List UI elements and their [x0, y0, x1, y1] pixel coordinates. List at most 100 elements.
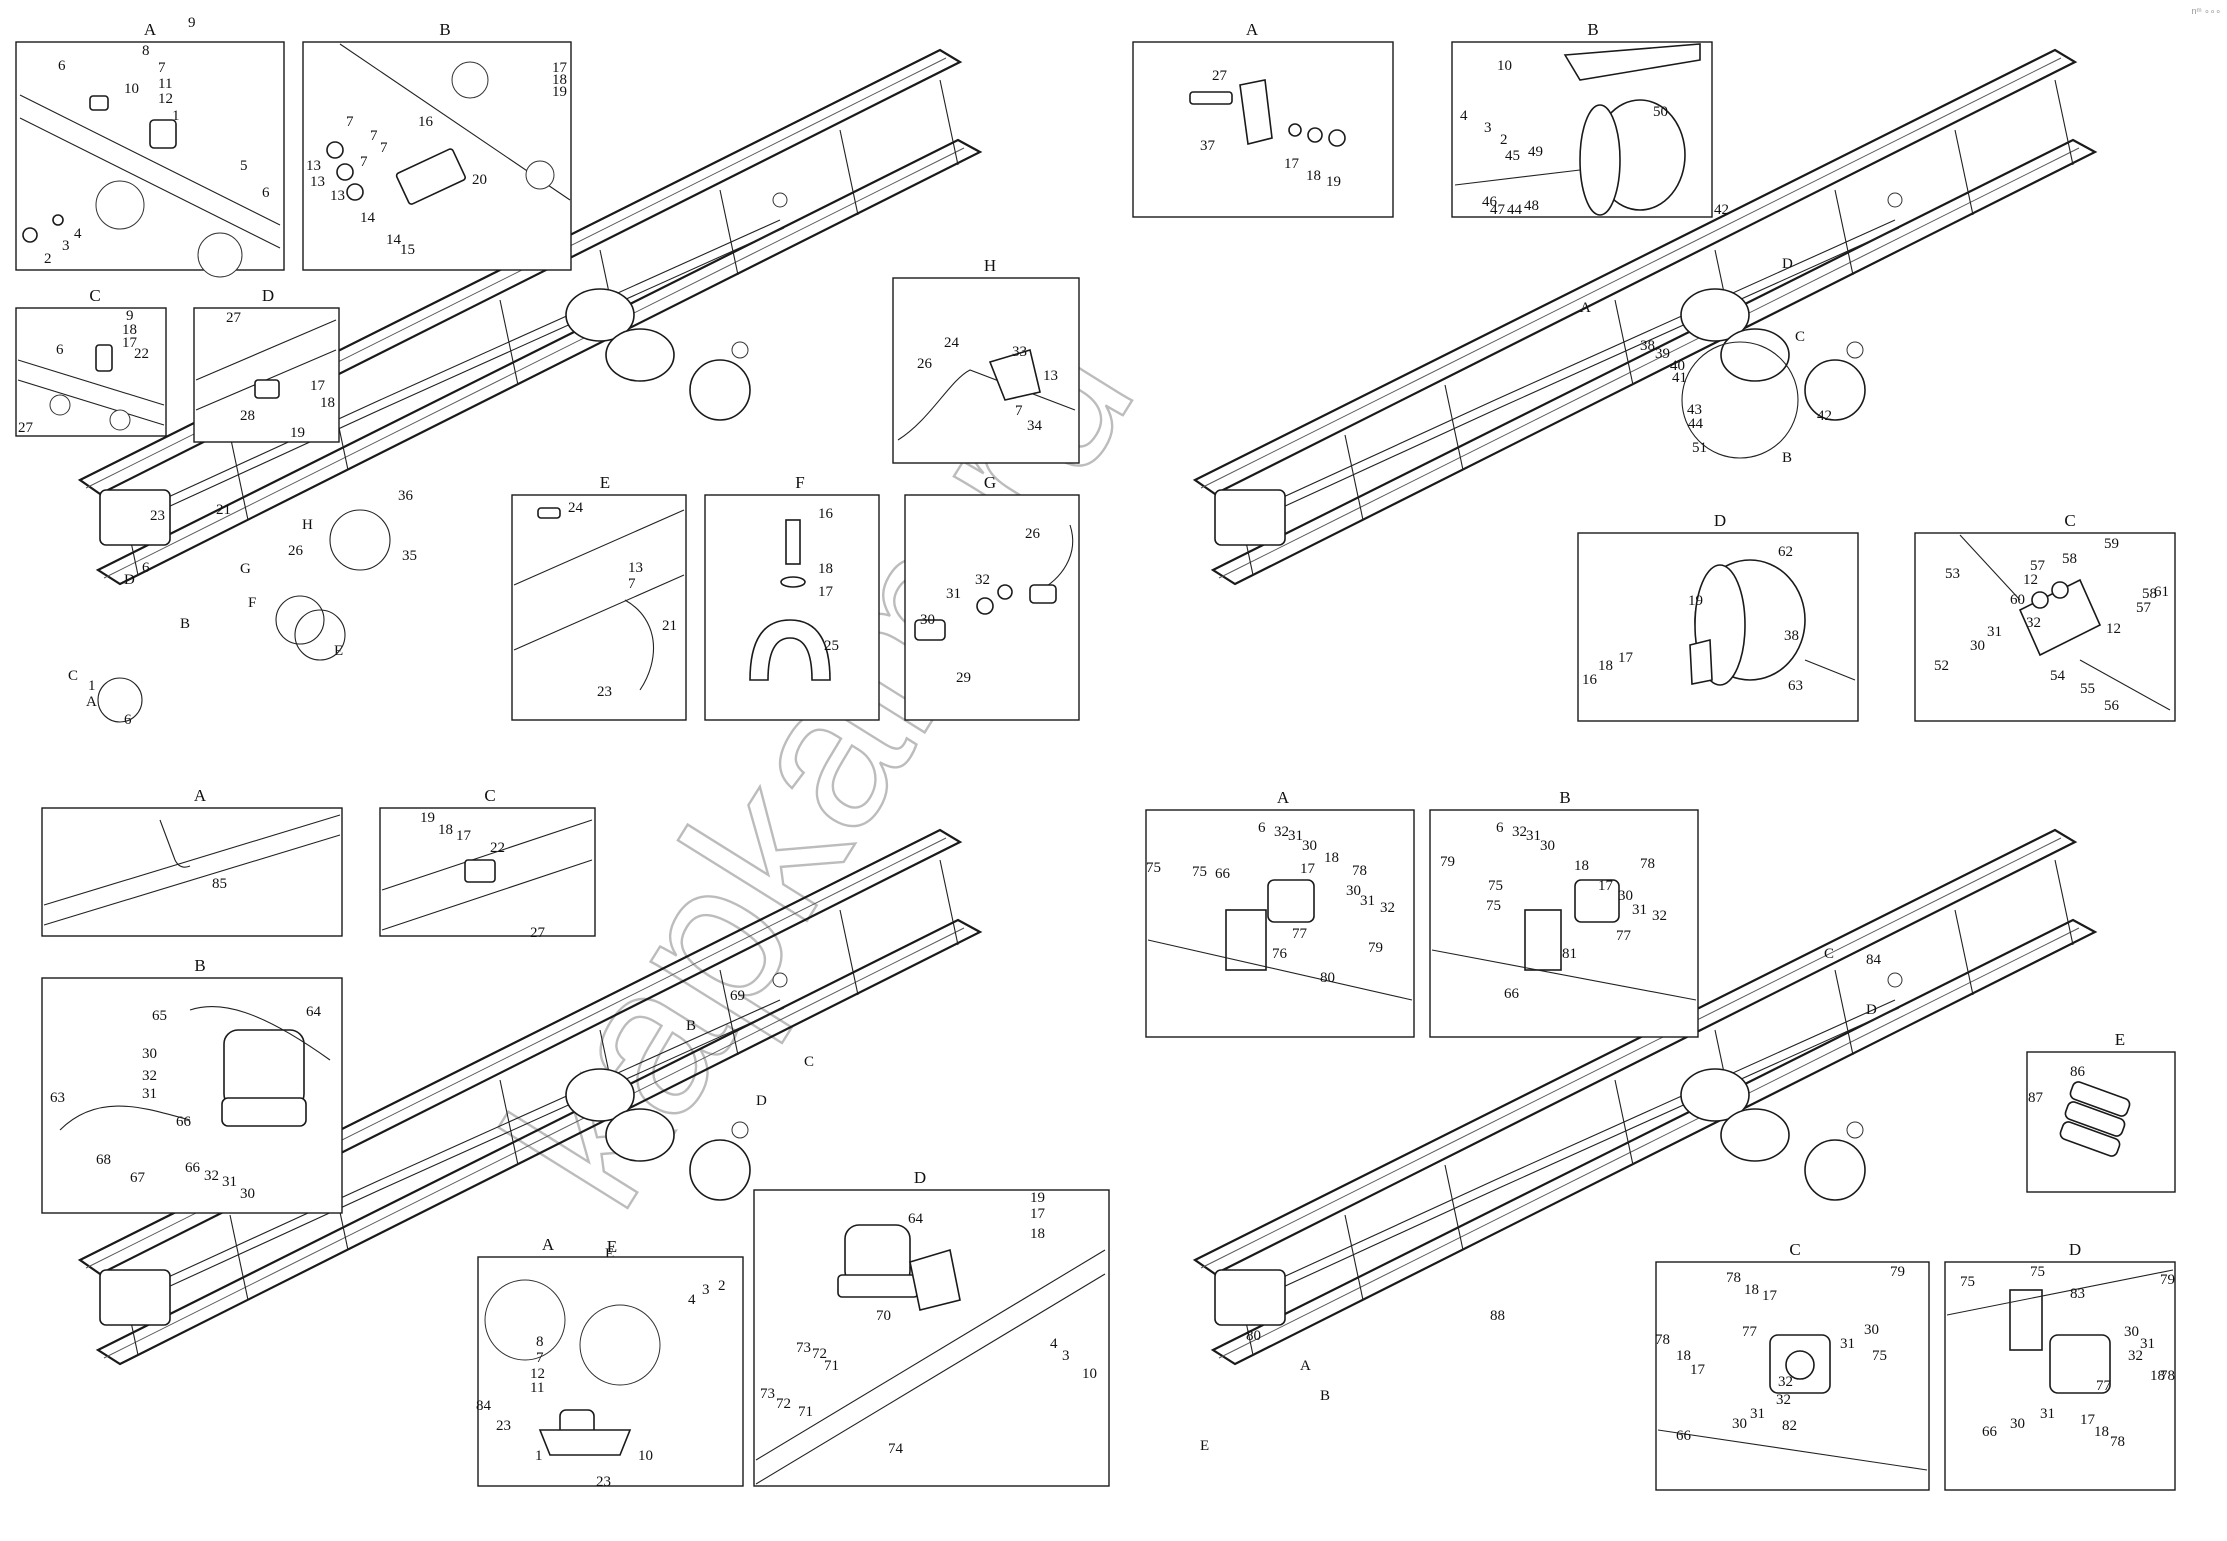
- panel-title: D: [262, 286, 274, 305]
- part-callout: 18: [122, 322, 137, 338]
- part-callout: 47: [1490, 202, 1506, 218]
- part-callout: 22: [134, 346, 149, 362]
- part-callout: 14: [386, 232, 402, 248]
- panel-title: A: [194, 786, 207, 805]
- part-callout: 65: [152, 1008, 167, 1024]
- part-callout: 3: [62, 238, 70, 254]
- part-callout: 30: [142, 1046, 157, 1062]
- part-callout: 18: [818, 561, 833, 577]
- part-callout: 26: [917, 356, 933, 372]
- part-callout: 7: [158, 60, 166, 76]
- part-callout: C: [68, 668, 78, 684]
- part-callout: 21: [216, 502, 231, 518]
- panel-title: A: [144, 20, 157, 39]
- part-callout: 66: [1504, 986, 1520, 1002]
- part-callout: 17: [1300, 861, 1316, 877]
- part-callout: 75: [1872, 1348, 1887, 1364]
- part-callout: B: [180, 616, 190, 632]
- part-callout: 24: [944, 335, 960, 351]
- part-callout: 32: [1512, 824, 1527, 840]
- part-callout: 69: [730, 988, 745, 1004]
- part-callout: 31: [1526, 828, 1541, 844]
- part-callout: C: [1824, 946, 1834, 962]
- part-callout: 78: [1655, 1332, 1670, 1348]
- part-callout: 19: [1688, 593, 1703, 609]
- part-callout: 17: [1762, 1288, 1778, 1304]
- part-callout: C: [1795, 329, 1805, 345]
- part-callout: 30: [1732, 1416, 1747, 1432]
- part-callout: B: [1320, 1388, 1330, 1404]
- part-callout: 4: [688, 1292, 696, 1308]
- panel-title: E: [607, 1237, 617, 1256]
- part-callout: 36: [398, 488, 414, 504]
- part-callout: 11: [530, 1380, 544, 1396]
- part-callout: 18: [2094, 1424, 2109, 1440]
- panel-title: C: [484, 786, 495, 805]
- part-callout: 7: [380, 140, 388, 156]
- part-callout: 31: [2040, 1406, 2055, 1422]
- panel-title: C: [2064, 511, 2075, 530]
- part-callout: 27: [1212, 68, 1228, 84]
- part-callout: 80: [1320, 970, 1335, 986]
- part-callout: 31: [1288, 828, 1303, 844]
- part-callout: 17: [1284, 156, 1300, 172]
- part-callout: 77: [1742, 1324, 1758, 1340]
- part-callout: 31: [142, 1086, 157, 1102]
- part-callout: 19: [552, 84, 567, 100]
- part-callout: 77: [2096, 1378, 2112, 1394]
- part-callout: 50: [1653, 104, 1668, 120]
- panel-title: A: [542, 1235, 555, 1254]
- part-callout: 8: [142, 43, 150, 59]
- part-callout: 31: [1360, 893, 1375, 909]
- part-callout: 17: [818, 584, 834, 600]
- part-callout: 79: [1440, 854, 1455, 870]
- panel-bl-A: A 85: [41, 786, 343, 937]
- part-callout: 18: [1744, 1282, 1759, 1298]
- part-callout: 10: [638, 1448, 653, 1464]
- part-callout: 41: [1672, 370, 1687, 386]
- part-callout: 49: [1528, 144, 1543, 160]
- part-callout: 44: [1688, 416, 1704, 432]
- part-callout: 32: [2026, 615, 2041, 631]
- part-callout: 15: [400, 242, 415, 258]
- part-callout: 77: [1616, 928, 1632, 944]
- part-callout: D: [124, 572, 135, 588]
- part-callout: A: [86, 694, 97, 710]
- part-callout: 4: [74, 226, 82, 242]
- part-callout: 1: [172, 108, 180, 124]
- part-callout: 60: [2010, 592, 2025, 608]
- part-callout: 57: [2030, 558, 2046, 574]
- part-callout: 54: [2050, 668, 2066, 684]
- part-callout: 31: [2140, 1336, 2155, 1352]
- part-callout: 8: [536, 1334, 544, 1350]
- part-callout: 11: [158, 76, 172, 92]
- part-callout: 6: [56, 342, 64, 358]
- part-callout: 18: [1676, 1348, 1691, 1364]
- part-callout: 17: [2080, 1412, 2096, 1428]
- part-callout: E: [605, 1246, 614, 1262]
- part-callout: 33: [1012, 344, 1027, 360]
- part-callout: G: [240, 561, 251, 577]
- part-callout: 4: [1460, 108, 1468, 124]
- panel-title: B: [1587, 20, 1598, 39]
- part-callout: 77: [1292, 926, 1308, 942]
- part-callout: 12: [2023, 572, 2038, 588]
- part-callout: 66: [176, 1114, 192, 1130]
- part-callout: 32: [1380, 900, 1395, 916]
- part-callout: 27: [18, 420, 34, 436]
- part-callout: 18: [1306, 168, 1321, 184]
- part-callout: 14: [360, 210, 376, 226]
- part-callout: 30: [1970, 638, 1985, 654]
- part-callout: 17: [122, 335, 138, 351]
- part-callout: 88: [1490, 1308, 1505, 1324]
- part-callout: 6: [1496, 820, 1504, 836]
- part-callout: 31: [1840, 1336, 1855, 1352]
